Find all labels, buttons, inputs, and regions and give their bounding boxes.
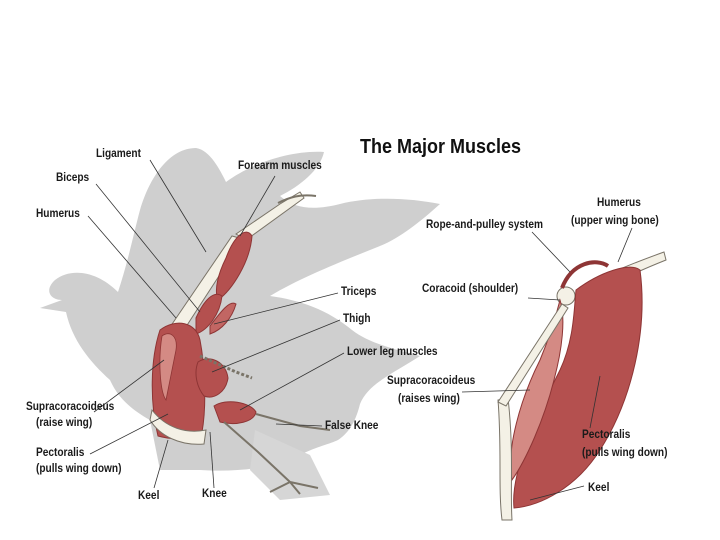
keel-bone-right bbox=[497, 397, 513, 521]
label-humerus-right-note: (upper wing bone) bbox=[571, 215, 659, 227]
supracoracoideus-muscle-left bbox=[159, 333, 177, 401]
label-pectoralis-left: Pectoralis bbox=[36, 447, 85, 459]
triceps-muscle bbox=[209, 302, 237, 335]
label-keel-right: Keel bbox=[588, 482, 610, 494]
biceps-muscle bbox=[195, 293, 223, 335]
label-supracoracoideus-right-note: (raises wing) bbox=[398, 393, 460, 405]
label-triceps: Triceps bbox=[341, 286, 377, 298]
label-thigh: Thigh bbox=[343, 313, 371, 325]
spine-bones bbox=[199, 354, 253, 380]
leader-lines-left bbox=[87, 159, 345, 489]
supracoracoideus-muscle-right bbox=[510, 298, 564, 482]
pectoralis-muscle-right bbox=[513, 266, 643, 509]
label-forearm-muscles: Forearm muscles bbox=[238, 160, 322, 172]
label-pectoralis-right: Pectoralis bbox=[582, 429, 631, 441]
tail-silhouette bbox=[250, 430, 330, 500]
diagram-title: The Major Muscles bbox=[360, 136, 522, 158]
label-humerus-left: Humerus bbox=[36, 208, 80, 220]
label-knee: Knee bbox=[202, 488, 227, 500]
forearm-muscle bbox=[215, 231, 253, 301]
label-false-knee: False Knee bbox=[325, 420, 379, 432]
label-pectoralis-right-note: (pulls wing down) bbox=[582, 447, 668, 459]
label-lower-leg-muscles: Lower leg muscles bbox=[347, 346, 438, 358]
label-ligament: Ligament bbox=[96, 148, 141, 160]
label-pectoralis-left-note: (pulls wing down) bbox=[36, 463, 122, 475]
label-coracoid: Coracoid (shoulder) bbox=[422, 283, 519, 295]
label-humerus-right: Humerus bbox=[597, 197, 641, 209]
label-keel-left: Keel bbox=[138, 490, 160, 502]
label-supracoracoideus-right: Supracoracoideus bbox=[387, 375, 476, 387]
keel-bone-left bbox=[149, 408, 207, 445]
rope-pulley-tendon bbox=[560, 260, 610, 289]
coracoid-bone-right bbox=[497, 303, 569, 407]
leader-lines-right bbox=[461, 227, 633, 501]
label-supracoracoideus-left: Supracoracoideus bbox=[26, 401, 115, 413]
label-biceps: Biceps bbox=[56, 172, 90, 184]
leg-bones bbox=[223, 413, 331, 495]
wing-tip-bone bbox=[277, 194, 317, 204]
label-rope-pulley: Rope-and-pulley system bbox=[426, 219, 543, 231]
label-supracoracoideus-left-note: (raise wing) bbox=[36, 417, 93, 429]
bird-silhouette bbox=[40, 148, 440, 471]
